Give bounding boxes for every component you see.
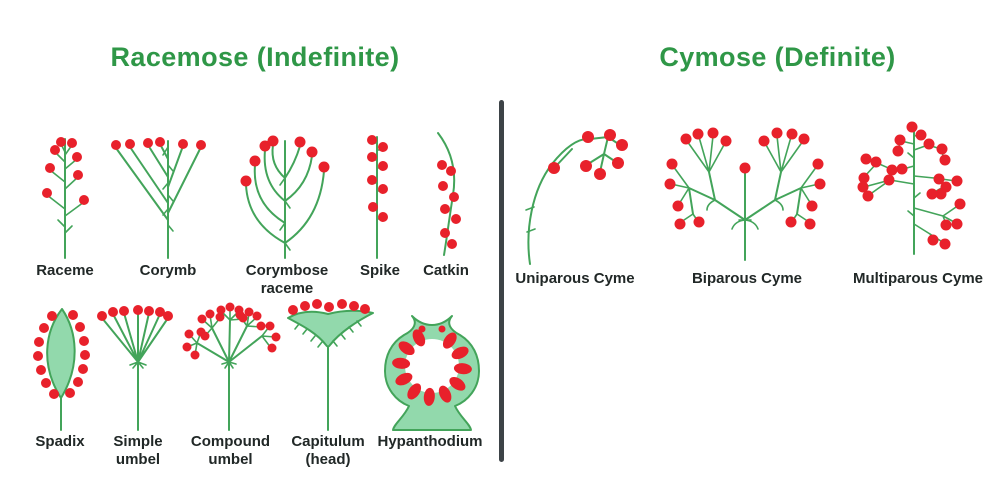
compound-umbel-label: Compound umbel [190, 433, 271, 469]
stems [46, 138, 85, 259]
spadix-axis [46, 308, 76, 399]
corymbose-raceme-label: Corymbose raceme [245, 262, 329, 298]
raceme-label: Raceme [36, 262, 94, 279]
bracts [294, 320, 362, 348]
spike-label: Spike [359, 262, 401, 279]
flowers [664, 127, 826, 230]
multiparous-cyme-figure [848, 112, 998, 262]
corymb-label: Corymb [139, 262, 197, 279]
multiparous-cyme-diagram [857, 121, 966, 255]
biparous-cyme-diagram [664, 127, 826, 261]
section-divider-line [499, 100, 504, 462]
cymose-heading: Cymose (Definite) [659, 42, 896, 72]
catkin-diagram [437, 132, 461, 256]
flowers [240, 135, 330, 187]
capitulum-diagram [287, 299, 374, 431]
raceme-figure [30, 125, 100, 260]
capitulum-figure [283, 299, 378, 435]
compound-umbel-diagram [182, 302, 281, 431]
capitulum-label: Capitulum (head) [291, 433, 365, 469]
receptacle [287, 309, 374, 348]
corymb-diagram [111, 137, 206, 259]
stems [245, 140, 325, 259]
uniparous-cyme-diagram [525, 129, 628, 265]
spadix-label: Spadix [35, 433, 85, 450]
catkin-label: Catkin [423, 262, 469, 279]
flowers [392, 325, 472, 406]
spike-figure [355, 125, 400, 260]
multiparous-cyme-label: Multiparous Cyme [852, 270, 984, 287]
stems [525, 136, 621, 265]
uniparous-cyme-figure [510, 112, 645, 267]
stems [101, 311, 169, 431]
flowers [42, 137, 89, 205]
hypanthodium-label: Hypanthodium [377, 433, 483, 450]
flowers [97, 305, 173, 321]
corymbose-raceme-diagram [240, 135, 330, 259]
simple-umbel-figure [97, 303, 178, 433]
flowers [111, 137, 206, 150]
flowers [182, 302, 281, 360]
spadix-diagram [33, 308, 90, 431]
raceme-diagram [42, 137, 89, 259]
corymbose-raceme-figure [240, 123, 335, 263]
hypanthodium-figure [383, 308, 483, 433]
spadix-figure [28, 303, 103, 433]
flowers [548, 129, 628, 180]
flowers [33, 310, 90, 399]
cavity [405, 339, 459, 393]
corymb-figure [111, 125, 223, 260]
racemose-heading: Racemose (Indefinite) [110, 42, 400, 72]
compound-umbel-figure [182, 302, 281, 433]
stems [186, 307, 276, 431]
flowers [288, 299, 370, 315]
stems [670, 135, 820, 261]
catkin-figure [425, 125, 470, 260]
spike-diagram [367, 135, 388, 259]
flowers [437, 160, 461, 249]
uniparous-cyme-label: Uniparous Cyme [515, 270, 635, 287]
simple-umbel-label: Simple umbel [113, 433, 163, 469]
stems [115, 140, 202, 259]
simple-umbel-diagram [97, 305, 173, 431]
biparous-cyme-figure [663, 108, 833, 268]
hypanthodium-diagram [384, 315, 480, 431]
flowers [857, 121, 966, 250]
biparous-cyme-label: Biparous Cyme [691, 270, 803, 287]
flowers [367, 135, 388, 222]
